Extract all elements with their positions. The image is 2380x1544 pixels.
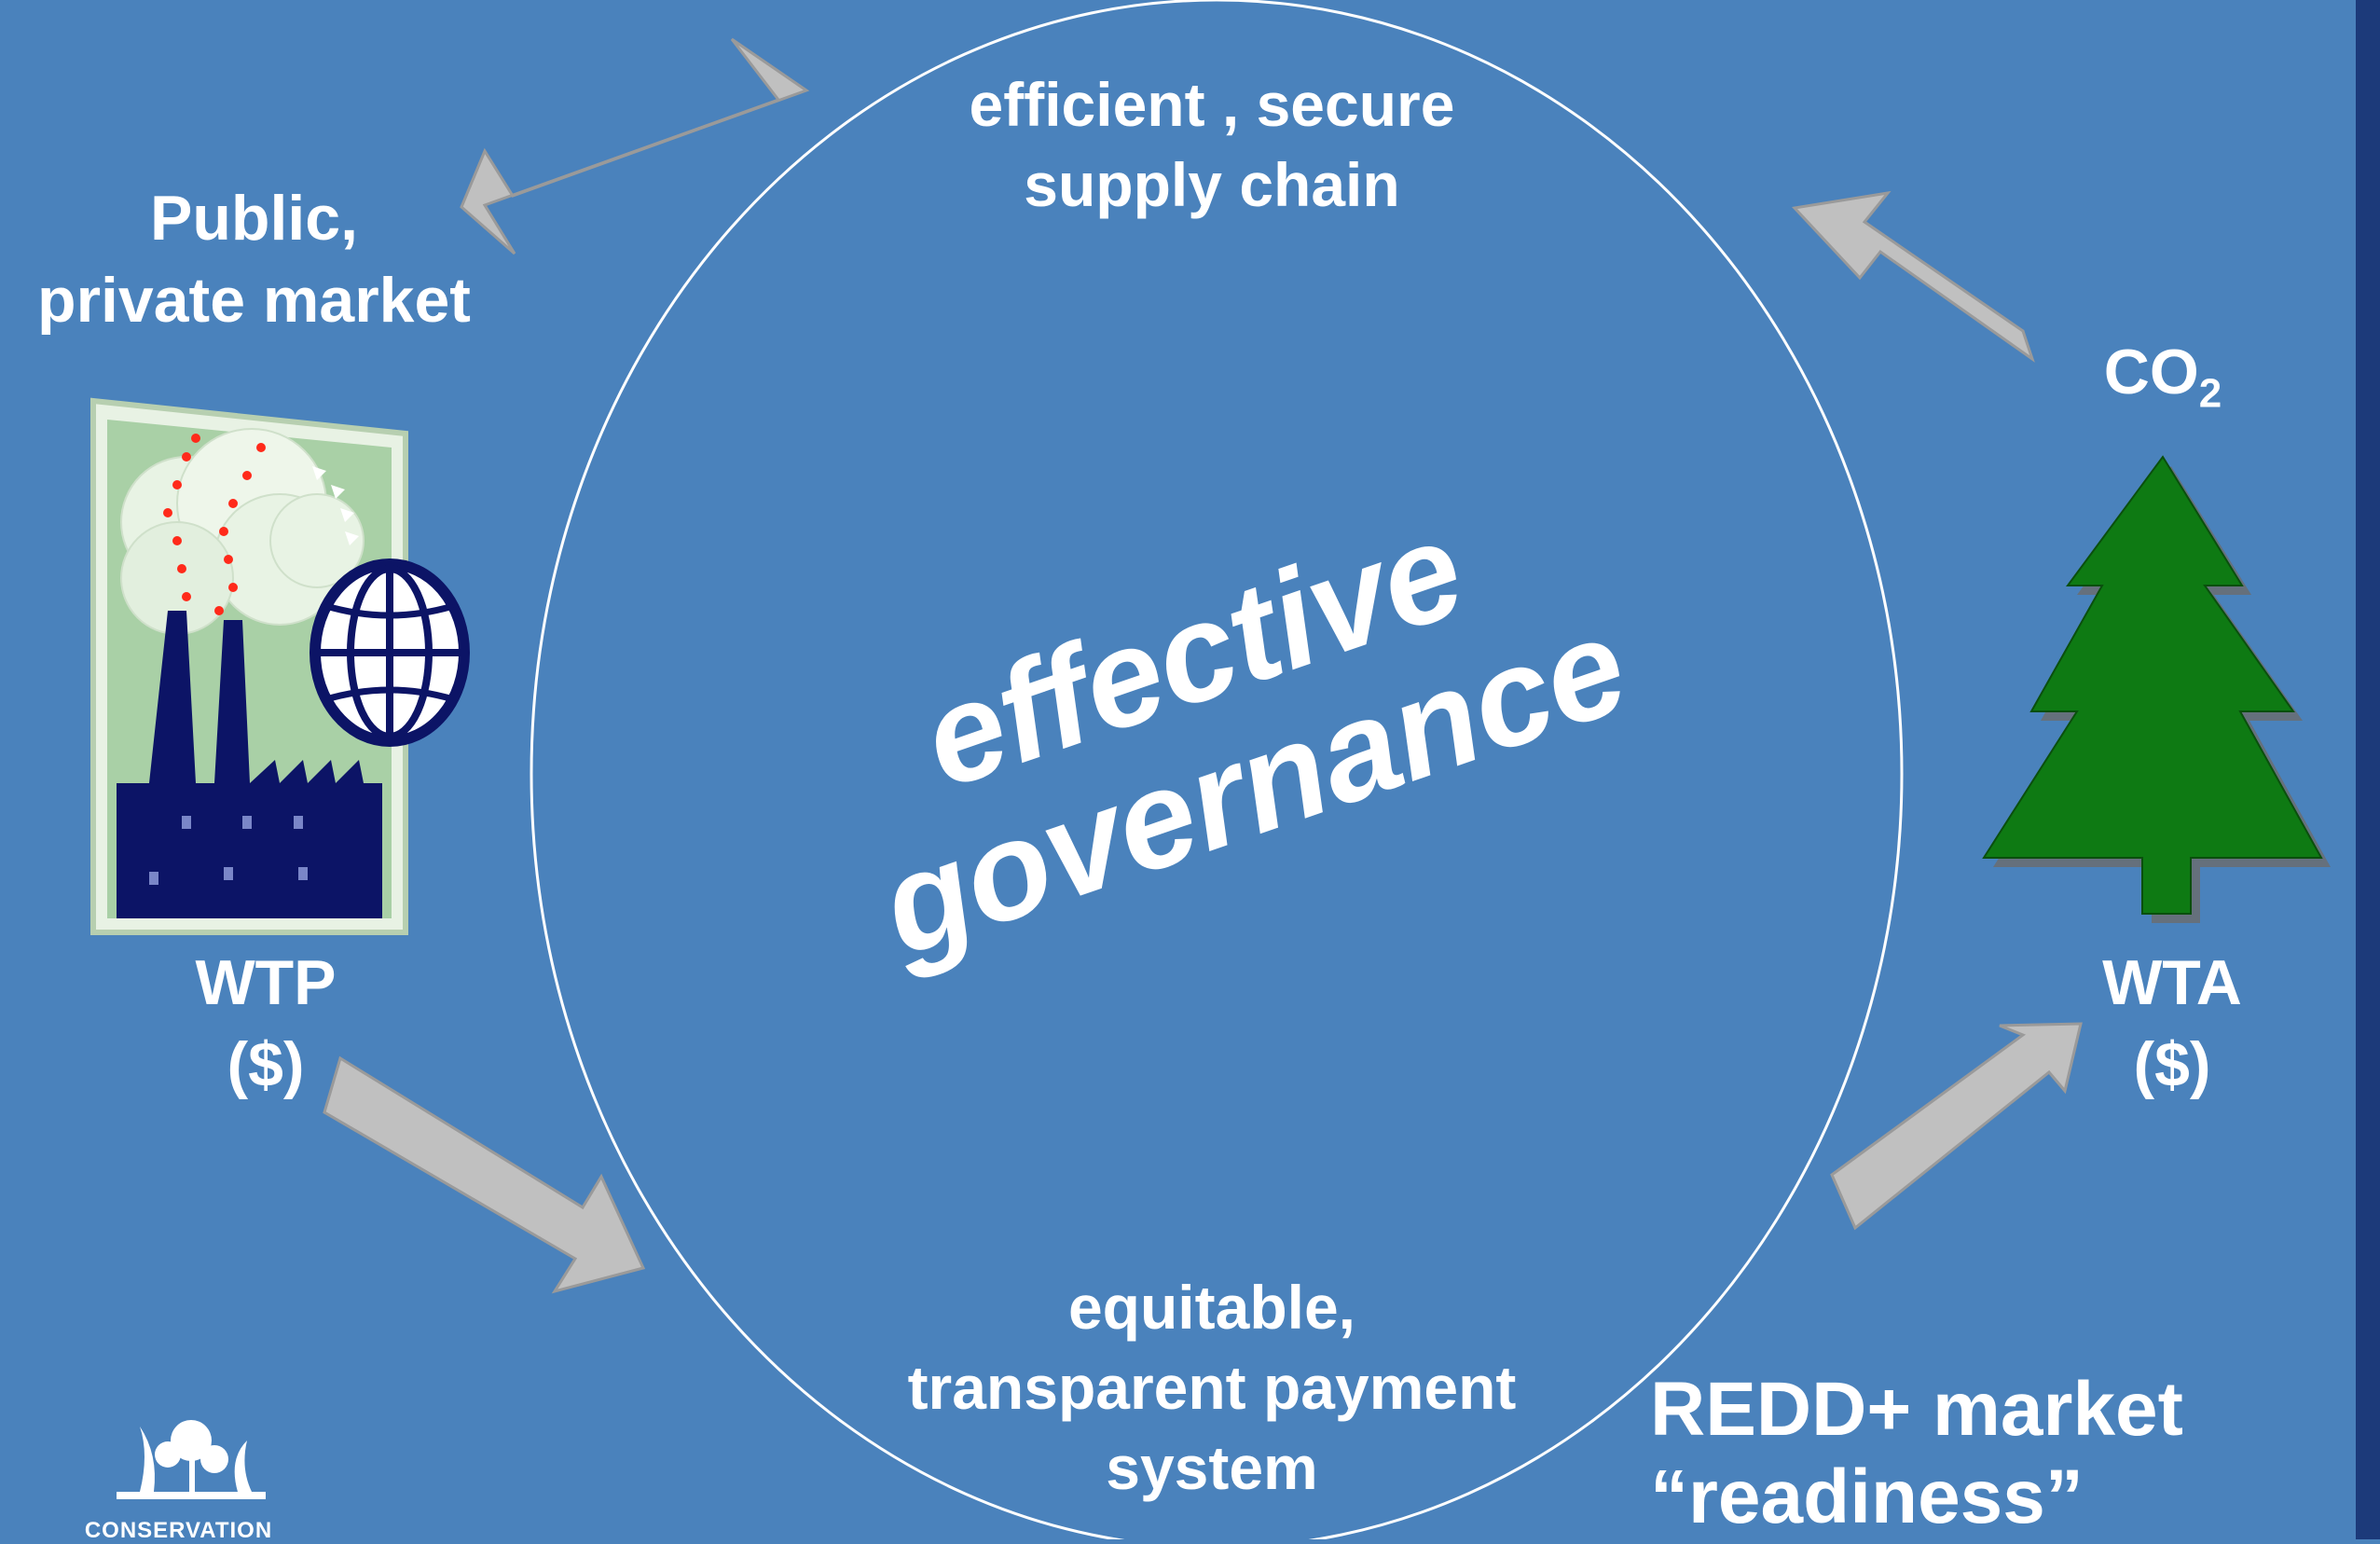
circle-top-label: efficient , secure supply chain <box>969 70 1455 219</box>
logo-text: CONSERVATION <box>84 1518 273 1543</box>
conservation-logo <box>117 1420 266 1499</box>
arrow-redd-to-wta <box>1830 1022 2083 1231</box>
circle-bottom-label: equitable, transparent payment system <box>907 1273 1517 1502</box>
redd-readiness-label: REDD+ market “readiness” <box>1650 1367 2183 1540</box>
arrow-to-market <box>460 37 810 255</box>
arrow-wtp-to-payment <box>323 1055 646 1294</box>
governance-circle <box>530 0 1904 1539</box>
factory-icon <box>90 397 408 935</box>
co2-subscript: 2 <box>2198 370 2222 417</box>
co2-label: CO2 <box>2060 331 2265 420</box>
wtp-label: WTP ($) <box>195 947 337 1101</box>
co2-base: CO <box>2103 337 2199 407</box>
globe-icon <box>310 558 470 747</box>
wta-label: WTA ($) <box>2102 947 2242 1101</box>
tree-icon <box>1982 455 2331 923</box>
arrow-co2-to-supply <box>1791 190 2035 363</box>
public-market-label: Public, private market <box>37 183 471 337</box>
right-edge-bar <box>2356 0 2380 1539</box>
